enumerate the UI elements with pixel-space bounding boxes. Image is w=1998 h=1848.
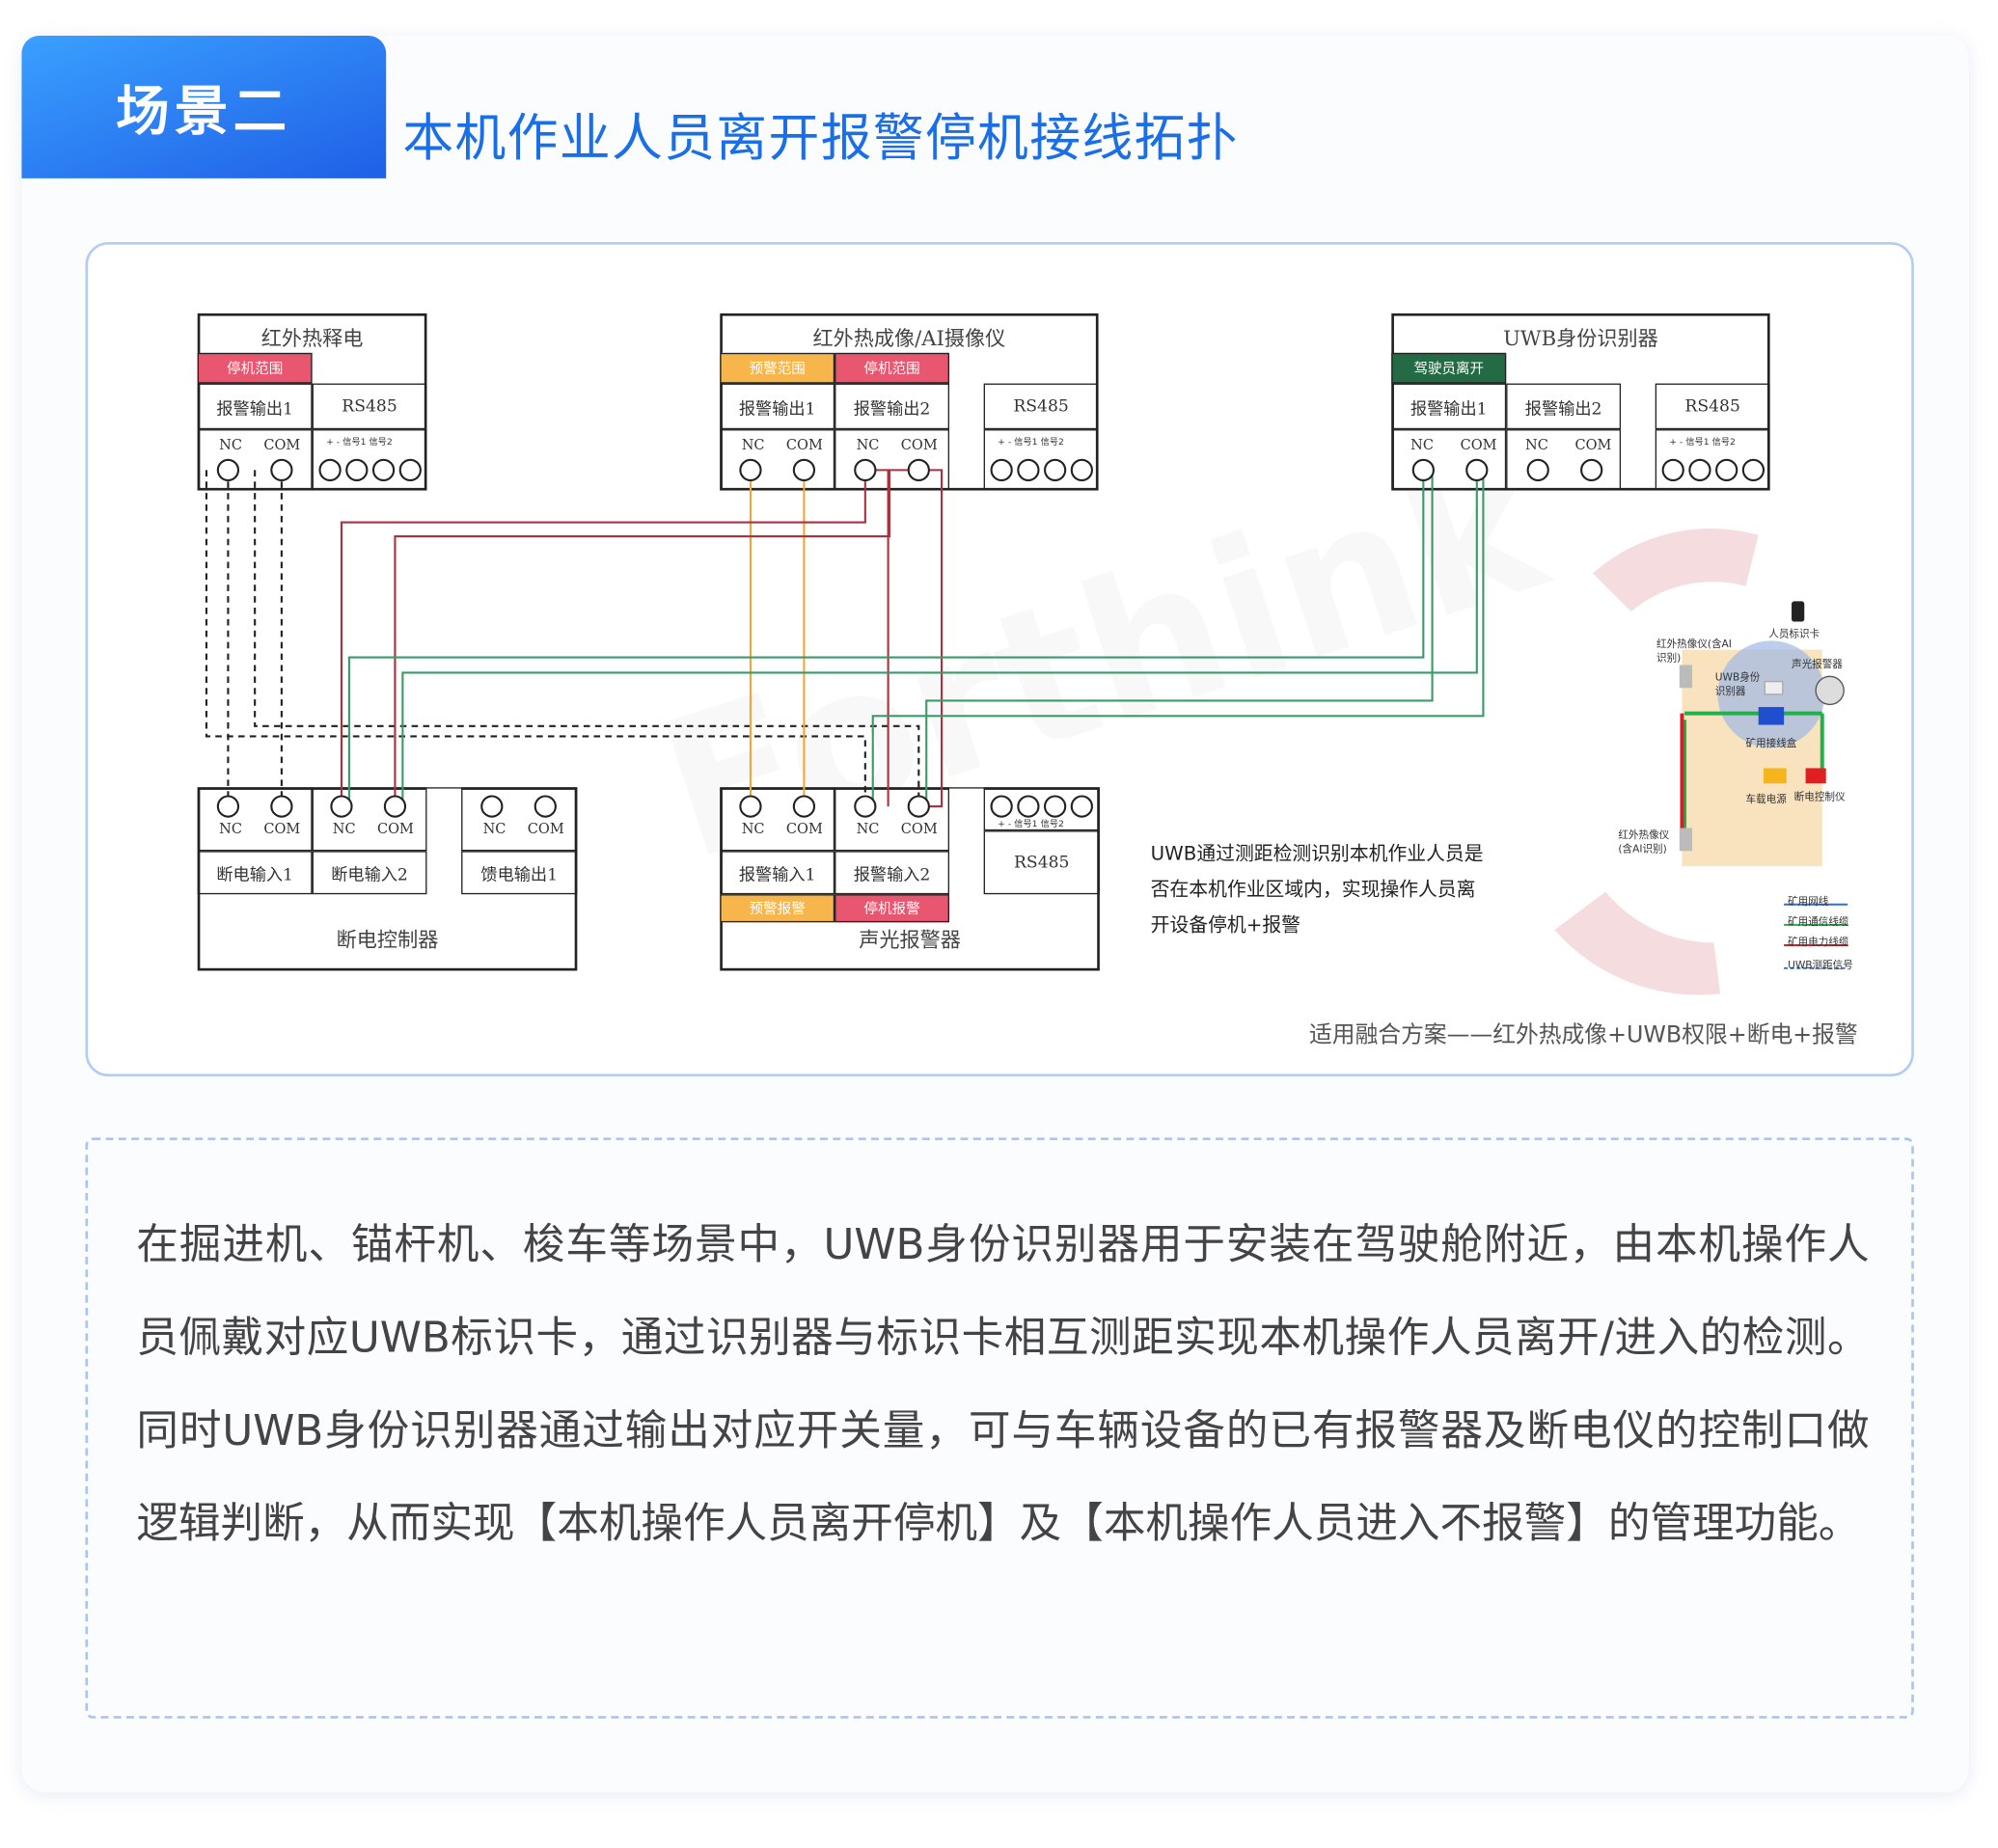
terminal-label: NC bbox=[1410, 437, 1434, 454]
device-title: 声光报警器 bbox=[859, 927, 961, 952]
device-title: 红外热成像/AI摄像仪 bbox=[812, 326, 1006, 351]
port-alarm-out-1: 报警输出1 bbox=[197, 383, 313, 430]
device-title: 断电控制器 bbox=[336, 927, 439, 952]
wire-red bbox=[340, 469, 944, 808]
terminal-label: COM bbox=[263, 820, 301, 837]
diagram-description: UWB通过测距检测识别本机作业人员是否在本机作业区域内，实现操作人员离开设备停机… bbox=[1150, 842, 1484, 937]
terminals bbox=[216, 458, 1765, 818]
terminal-label: NC bbox=[482, 820, 506, 837]
terminal-label: COM bbox=[527, 820, 564, 837]
tag-stop-alarm: 停机报警 bbox=[835, 894, 949, 923]
terminal-label: NC bbox=[741, 820, 765, 837]
label-junction: 矿用接线盒 bbox=[1745, 737, 1797, 749]
terminal-label: COM bbox=[900, 820, 938, 837]
id-card-icon bbox=[1792, 601, 1805, 622]
tag-warning-alarm: 预警报警 bbox=[720, 894, 835, 923]
label-breaker: 断电控制仪 bbox=[1793, 791, 1846, 803]
scene-tab: 场景二 bbox=[21, 35, 387, 178]
port-rs485: RS485 bbox=[983, 830, 1100, 895]
label-uwb: UWB身份识别器 bbox=[1714, 671, 1761, 697]
junction-box-icon bbox=[1758, 707, 1785, 725]
terminal-label: COM bbox=[1460, 437, 1497, 454]
terminal-label: COM bbox=[376, 820, 414, 837]
wiring bbox=[205, 458, 1765, 818]
terminal-label: COM bbox=[1574, 437, 1612, 454]
port-alarm-in-1: 报警输入1 bbox=[720, 851, 835, 895]
body-paragraph: 在掘进机、锚杆机、梭车等场景中，UWB身份识别器用于安装在驾驶舱附近，由本机操作… bbox=[136, 1219, 1870, 1548]
legend-item: 矿用电力线缆 bbox=[1788, 936, 1849, 948]
rs485-pins-label: + - 信号1 信号2 bbox=[998, 437, 1064, 448]
legend-item: UWB测距信号 bbox=[1788, 959, 1853, 971]
terminal-label: COM bbox=[263, 437, 301, 454]
port-rs485: RS485 bbox=[1655, 383, 1770, 430]
power-supply-icon bbox=[1763, 768, 1787, 784]
wire-green bbox=[347, 470, 1485, 807]
rs485-pins-label: + - 信号1 信号2 bbox=[326, 437, 393, 448]
label-camera-bottom: 红外热像仪(含AI识别) bbox=[1618, 829, 1670, 856]
terminal-label: NC bbox=[741, 437, 765, 454]
port-alarm-out-1: 报警输出1 bbox=[1391, 383, 1507, 430]
terminal-label: NC bbox=[856, 820, 880, 837]
terminal-label: COM bbox=[785, 820, 823, 837]
port-alarm-out-1: 报警输出1 bbox=[720, 383, 835, 430]
legend-item: 矿用网线 bbox=[1788, 895, 1829, 908]
tag-stop-range: 停机范围 bbox=[197, 352, 313, 384]
terminal-label: COM bbox=[785, 437, 823, 454]
tag-stop-range: 停机范围 bbox=[835, 352, 949, 384]
label-camera-top: 红外热像仪(含AI识别) bbox=[1656, 638, 1732, 665]
illustration-graphic bbox=[1554, 529, 1848, 995]
device-title: UWB身份识别器 bbox=[1503, 326, 1658, 351]
port-alarm-out-2: 报警输出2 bbox=[835, 383, 949, 430]
rs485-pins-label: + - 信号1 信号2 bbox=[1669, 437, 1736, 448]
terminal-label: NC bbox=[219, 820, 243, 837]
label-alarm: 声光报警器 bbox=[1792, 658, 1843, 670]
port-cut-in-1: 断电输入1 bbox=[197, 851, 313, 895]
alarm-light-icon bbox=[1815, 675, 1845, 706]
rs485-pins-label: + - 信号1 信号2 bbox=[998, 819, 1064, 829]
legend-item: 矿用通信线缆 bbox=[1788, 915, 1849, 928]
page-title: 本机作业人员离开报警停机接线拓扑 bbox=[402, 109, 1239, 169]
port-cut-in-2: 断电输入2 bbox=[312, 851, 427, 895]
tag-driver-leave: 驾驶员离开 bbox=[1391, 352, 1507, 384]
text-panel bbox=[85, 1137, 1914, 1719]
terminal-label: NC bbox=[332, 820, 356, 837]
port-alarm-in-2: 报警输入2 bbox=[835, 851, 949, 895]
port-rs485: RS485 bbox=[983, 383, 1099, 430]
label-power: 车载电源 bbox=[1745, 793, 1787, 805]
device-title: 红外热释电 bbox=[260, 326, 364, 351]
terminal-label: NC bbox=[856, 437, 880, 454]
label-id-card: 人员标识卡 bbox=[1768, 628, 1820, 640]
terminal-label: NC bbox=[1524, 437, 1548, 454]
port-alarm-out-2: 报警输出2 bbox=[1506, 383, 1622, 430]
wire-pir-dashed bbox=[205, 470, 920, 807]
terminal-label: NC bbox=[219, 437, 243, 454]
tag-warning-range: 预警范围 bbox=[720, 352, 835, 384]
breaker-icon bbox=[1805, 768, 1826, 784]
terminal-label: COM bbox=[900, 437, 938, 454]
port-feed-out-1: 馈电输出1 bbox=[461, 851, 578, 895]
port-rs485: RS485 bbox=[312, 383, 427, 430]
diagram-caption: 适用融合方案——红外热成像+UWB权限+断电+报警 bbox=[1309, 1021, 1858, 1049]
wire-orange bbox=[749, 470, 806, 807]
